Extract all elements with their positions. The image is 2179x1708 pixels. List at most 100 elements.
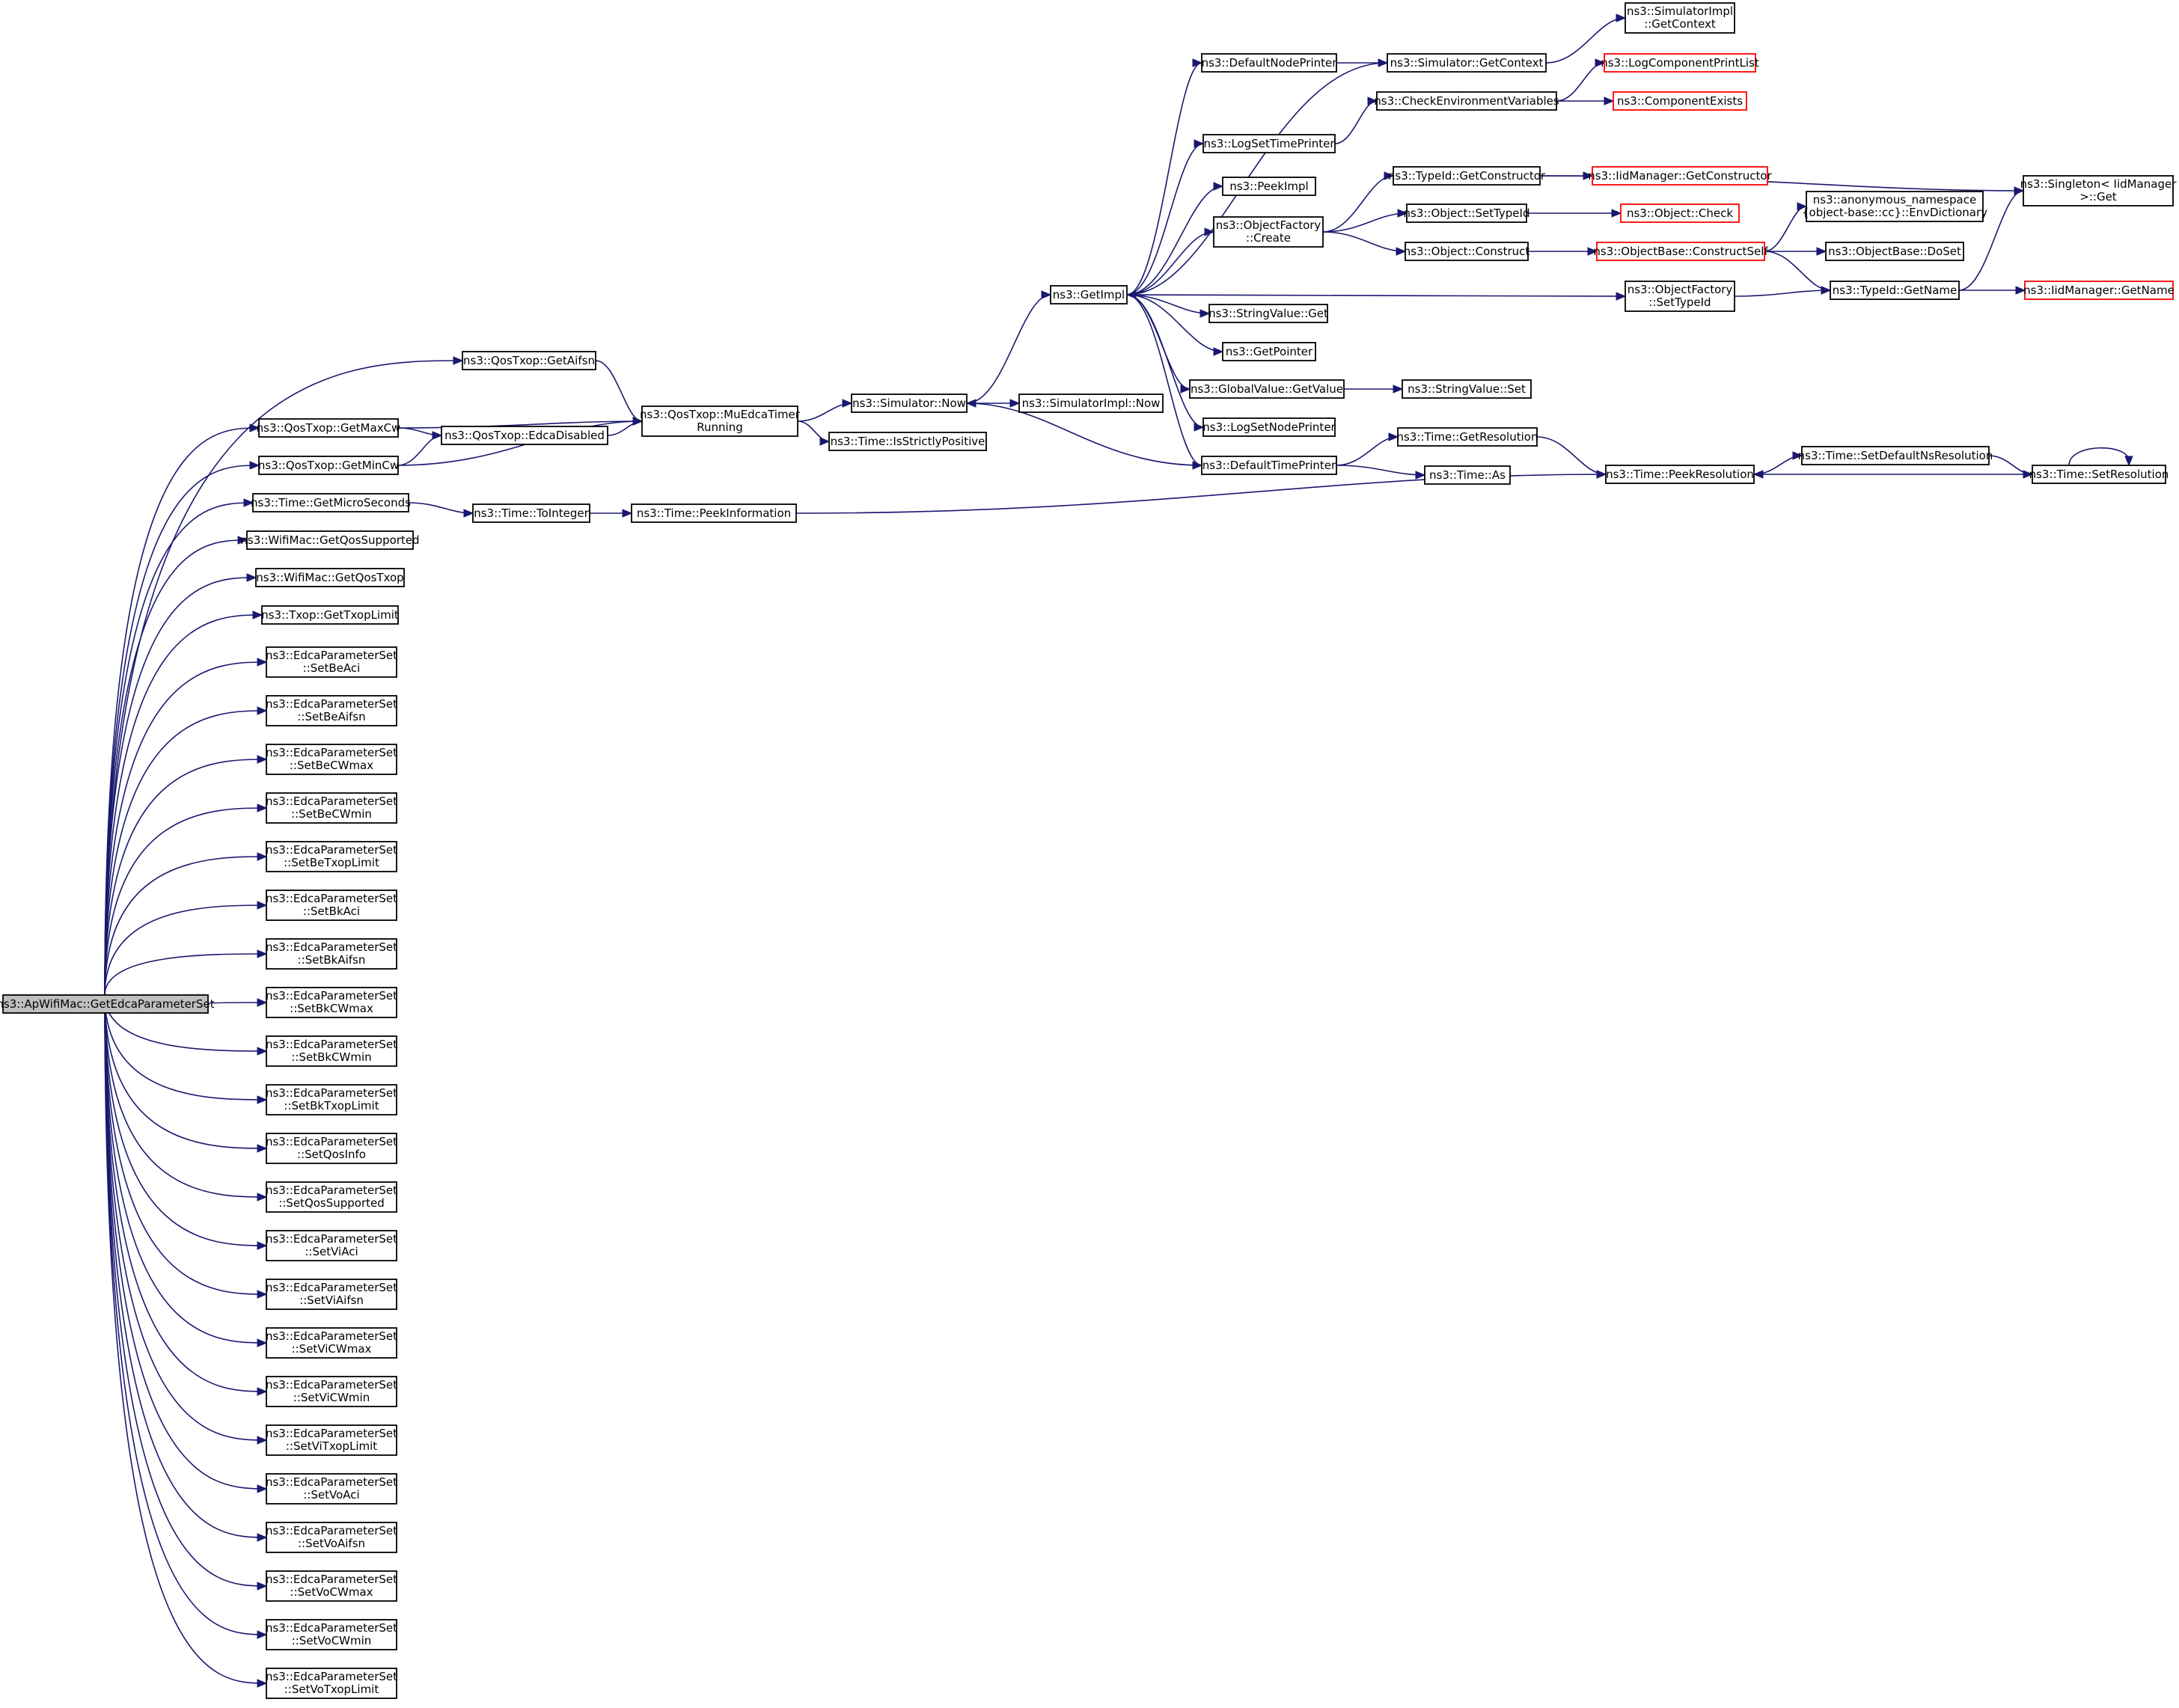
node-sim-now[interactable]: ns3::Simulator::Now (851, 394, 968, 413)
node-set-be-c-wmax[interactable]: ns3::EdcaParameterSet::SetBeCWmax (266, 744, 397, 775)
node-time-get-res[interactable]: ns3::Time::GetResolution (1397, 427, 1538, 447)
node-box[interactable] (1625, 281, 1735, 312)
node-box[interactable] (472, 503, 590, 523)
node-set-bk-aifsn[interactable]: ns3::EdcaParameterSet::SetBkAifsn (266, 938, 397, 970)
node-box[interactable] (1201, 456, 1337, 475)
node-root[interactable]: ns3::ApWifiMac::GetEdcaParameterSet (0, 994, 215, 1014)
node-box[interactable] (258, 456, 399, 475)
node-box[interactable] (2023, 175, 2174, 206)
node-box[interactable] (1202, 134, 1336, 153)
node-set-vi-aci[interactable]: ns3::EdcaParameterSet::SetViAci (266, 1230, 397, 1261)
node-peek-info[interactable]: ns3::Time::PeekInformation (631, 503, 797, 523)
node-box[interactable] (1613, 91, 1747, 111)
node-iid-get-name[interactable]: ns3::IidManager::GetName (2023, 281, 2175, 300)
node-peek-res[interactable]: ns3::Time::PeekResolution (1605, 465, 1755, 484)
node-set-vi-aifsn[interactable]: ns3::EdcaParameterSet::SetViAifsn (266, 1279, 397, 1310)
node-box[interactable] (1018, 394, 1164, 413)
node-box[interactable] (266, 1084, 397, 1115)
node-box[interactable] (1201, 53, 1337, 73)
node-get-min-cw[interactable]: ns3::QosTxop::GetMinCw (258, 456, 399, 475)
node-get-pointer[interactable]: ns3::GetPointer (1222, 342, 1316, 361)
node-set-bk-c-wmax[interactable]: ns3::EdcaParameterSet::SetBkCWmax (266, 987, 397, 1018)
node-type-id-get-cons[interactable]: ns3::TypeId::GetConstructor (1388, 166, 1546, 186)
node-box[interactable] (1596, 242, 1765, 261)
node-get-micro[interactable]: ns3::Time::GetMicroSeconds (251, 493, 411, 512)
node-box[interactable] (266, 938, 397, 970)
node-box[interactable] (1604, 53, 1756, 73)
node-box[interactable] (641, 405, 798, 437)
node-def-node-printer[interactable]: ns3::DefaultNodePrinter (1201, 53, 1338, 73)
node-log-comp-print[interactable]: ns3::LogComponentPrintList (1601, 53, 1759, 73)
node-box[interactable] (1222, 177, 1316, 196)
node-box[interactable] (266, 1668, 397, 1699)
node-box[interactable] (266, 792, 397, 824)
node-box[interactable] (1620, 203, 1740, 223)
node-box[interactable] (2024, 281, 2174, 300)
node-box[interactable] (266, 1133, 397, 1164)
node-box[interactable] (1376, 91, 1557, 111)
node-box[interactable] (1213, 216, 1324, 248)
node-set-bk-txop[interactable]: ns3::EdcaParameterSet::SetBkTxopLimit (266, 1084, 397, 1115)
node-global-get-value[interactable]: ns3::GlobalValue::GetValue (1189, 379, 1345, 399)
node-box[interactable] (1801, 446, 1990, 465)
node-set-be-aci[interactable]: ns3::EdcaParameterSet::SetBeAci (266, 646, 397, 678)
node-box[interactable] (246, 530, 414, 550)
node-str-value-set[interactable]: ns3::StringValue::Set (1402, 379, 1532, 399)
node-comp-exists[interactable]: ns3::ComponentExists (1613, 91, 1747, 111)
node-box[interactable] (266, 695, 397, 726)
node-box[interactable] (441, 426, 608, 445)
node-set-vi-c-wmax[interactable]: ns3::EdcaParameterSet::SetViCWmax (266, 1327, 397, 1359)
node-box[interactable] (1424, 465, 1511, 485)
node-set-vi-txop[interactable]: ns3::EdcaParameterSet::SetViTxopLimit (266, 1424, 397, 1456)
node-box[interactable] (266, 1619, 397, 1650)
node-type-id-get-name[interactable]: ns3::TypeId::GetName (1830, 281, 1960, 300)
node-box[interactable] (2, 994, 209, 1014)
node-is-strictly[interactable]: ns3::Time::IsStrictlyPositive (828, 432, 987, 451)
node-set-vo-txop[interactable]: ns3::EdcaParameterSet::SetVoTxopLimit (266, 1668, 397, 1699)
node-singleton-get[interactable]: ns3::Singleton< IidManager >::Get (2020, 175, 2178, 206)
node-set-qos-supp[interactable]: ns3::EdcaParameterSet::SetQosSupported (266, 1181, 397, 1213)
node-box[interactable] (1050, 285, 1128, 304)
node-check-env[interactable]: ns3::CheckEnvironmentVariables (1374, 91, 1559, 111)
node-obj-check[interactable]: ns3::Object::Check (1620, 203, 1740, 223)
node-box[interactable] (266, 987, 397, 1018)
node-set-vo-c-wmax[interactable]: ns3::EdcaParameterSet::SetVoCWmax (266, 1570, 397, 1602)
node-str-value-get[interactable]: ns3::StringValue::Get (1208, 304, 1328, 323)
node-set-default-ns[interactable]: ns3::Time::SetDefaultNsResolution (1798, 446, 1993, 465)
node-box[interactable] (266, 890, 397, 921)
node-box[interactable] (266, 646, 397, 678)
node-set-bk-c-wmin[interactable]: ns3::EdcaParameterSet::SetBkCWmin (266, 1035, 397, 1067)
node-set-bk-aci[interactable]: ns3::EdcaParameterSet::SetBkAci (266, 890, 397, 921)
node-box[interactable] (1605, 465, 1755, 484)
node-obj-set-type-id[interactable]: ns3::Object::SetTypeId (1404, 203, 1530, 223)
node-get-max-cw[interactable]: ns3::QosTxop::GetMaxCw (257, 418, 401, 438)
node-edca-disabled[interactable]: ns3::QosTxop::EdcaDisabled (441, 426, 608, 445)
node-box[interactable] (1387, 53, 1547, 73)
node-set-vo-c-wmin[interactable]: ns3::EdcaParameterSet::SetVoCWmin (266, 1619, 397, 1650)
node-box[interactable] (266, 744, 397, 775)
node-time-as[interactable]: ns3::Time::As (1424, 465, 1511, 485)
node-box[interactable] (1625, 2, 1735, 34)
node-box[interactable] (1393, 166, 1541, 186)
node-box[interactable] (1208, 304, 1328, 323)
node-get-txop-limit[interactable]: ns3::Txop::GetTxopLimit (261, 605, 399, 625)
node-get-qos-txop[interactable]: ns3::WifiMac::GetQosTxop (255, 568, 405, 587)
node-box[interactable] (1825, 242, 1964, 261)
node-box[interactable] (255, 568, 405, 587)
node-box[interactable] (266, 1327, 397, 1359)
node-env-dict[interactable]: ns3::anonymous_namespace{object-base::cc… (1802, 191, 1987, 222)
node-box[interactable] (1202, 417, 1336, 437)
node-iid-get-cons[interactable]: ns3::IidManager::GetConstructor (1588, 166, 1773, 186)
node-box[interactable] (1405, 242, 1529, 261)
node-get-qos-supported[interactable]: ns3::WifiMac::GetQosSupported (240, 530, 420, 550)
node-get-impl[interactable]: ns3::GetImpl (1050, 285, 1128, 304)
node-obj-factory-set-type-id[interactable]: ns3::ObjectFactory::SetTypeId (1625, 281, 1735, 312)
node-box[interactable] (1592, 166, 1768, 186)
node-sim-impl-now[interactable]: ns3::SimulatorImpl::Now (1018, 394, 1164, 413)
node-box[interactable] (1402, 379, 1532, 399)
node-box[interactable] (1397, 427, 1538, 447)
node-sim-get-context[interactable]: ns3::Simulator::GetContext (1387, 53, 1547, 73)
node-box[interactable] (851, 394, 968, 413)
node-set-vo-aci[interactable]: ns3::EdcaParameterSet::SetVoAci (266, 1473, 397, 1505)
